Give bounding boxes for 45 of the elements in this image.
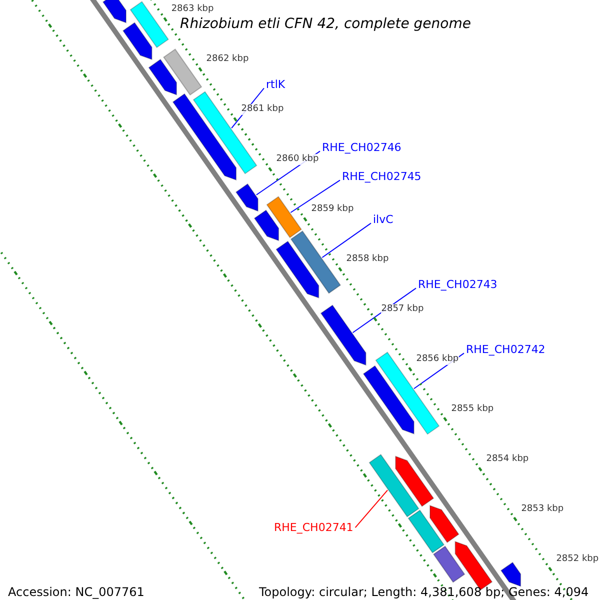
scale-label: 2856 kbp [416, 354, 459, 366]
gene-label: RHE_CH02743 [418, 278, 498, 292]
leader-line [290, 180, 340, 213]
gene-feature [432, 546, 466, 583]
leader-line [354, 490, 388, 528]
gene-feature [276, 240, 320, 299]
gene-feature [163, 48, 202, 96]
leader-line [322, 222, 372, 258]
gene-feature [375, 352, 440, 435]
scale-label: 2858 kbp [346, 254, 389, 266]
gene-feature [172, 93, 237, 181]
scale-label: 2860 kbp [276, 154, 319, 166]
gene-label: RHE_CH02741 [274, 521, 354, 534]
map-title: Rhizobium etli CFN 42, complete genome [180, 16, 471, 33]
gene-label: RHE_CH02742 [466, 343, 546, 356]
gene-label: rtlK [266, 78, 286, 92]
gene-feature [130, 1, 169, 48]
gene-feature [430, 504, 460, 544]
gene-feature [368, 454, 420, 518]
gene-feature [290, 230, 342, 294]
gene-feature [500, 562, 522, 587]
gene-feature [102, 0, 126, 24]
scale-label: 2857 kbp [381, 304, 424, 316]
gene-label: RHE_CH02746 [322, 141, 402, 154]
gene-feature [235, 183, 258, 212]
gene-feature [320, 304, 366, 366]
scale-label: 2852 kbp [556, 554, 599, 565]
gene-feature [122, 22, 152, 60]
gene-feature [408, 510, 445, 554]
gene-feature [362, 365, 414, 435]
gene-label: ilvC [373, 213, 394, 226]
gene-feature [395, 456, 434, 507]
scale-label: 2859 kbp [311, 204, 354, 216]
accession-text: Accession: NC_007761 [8, 585, 144, 600]
scale-label: 2861 kbp [241, 104, 284, 116]
scale-label: 2863 kbp [171, 4, 214, 16]
gene-label: RHE_CH02745 [342, 170, 422, 184]
scale-label: 2854 kbp [486, 454, 529, 465]
scale-label: 2855 kbp [451, 404, 494, 416]
genome-info-text: Topology: circular; Length: 4,381,608 bp; Genes: 4,094 [259, 585, 589, 600]
gene-feature [148, 58, 177, 96]
gene-feature [266, 196, 302, 238]
scale-label: 2853 kbp [521, 504, 564, 515]
gene-feature [254, 210, 280, 242]
scale-label: 2862 kbp [206, 54, 249, 66]
